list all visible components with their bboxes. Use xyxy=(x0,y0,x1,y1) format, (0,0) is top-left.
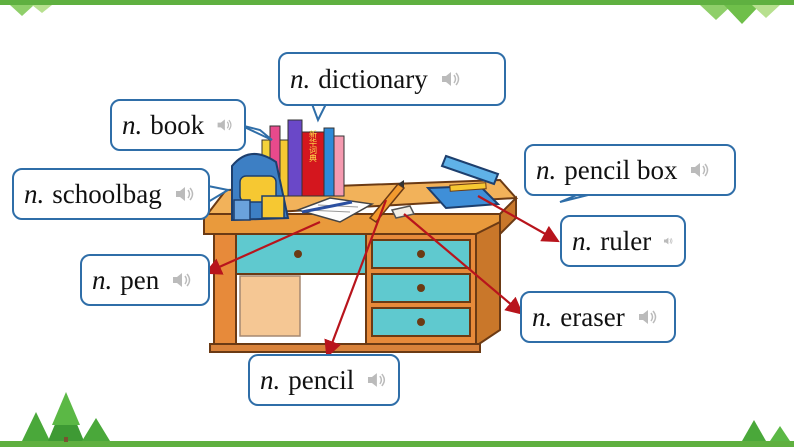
speaker-icon[interactable] xyxy=(689,160,711,180)
label-word: eraser xyxy=(560,301,625,332)
label-pos: n. xyxy=(572,225,593,256)
label-word: dictionary xyxy=(318,63,428,94)
label-dictionary: n. dictionary xyxy=(278,52,506,106)
arrow-pencil xyxy=(324,199,388,359)
pencil-box-illustration xyxy=(425,154,501,210)
notebook-illustration xyxy=(295,197,375,223)
speaker-icon[interactable] xyxy=(216,115,234,135)
speaker-icon[interactable] xyxy=(440,69,462,89)
label-word: pencil box xyxy=(564,154,678,185)
label-pencil-box: n. pencil box xyxy=(524,144,736,196)
top-border xyxy=(0,0,794,5)
top-left-decoration xyxy=(10,5,52,16)
label-book: n. book xyxy=(110,99,246,151)
label-word: book xyxy=(150,109,205,140)
pointer-arrows xyxy=(203,195,560,359)
label-pos: n. xyxy=(122,109,143,140)
bottom-border xyxy=(0,441,794,447)
top-right-decoration xyxy=(700,5,780,24)
arrow-ruler xyxy=(477,195,560,243)
speaker-icon[interactable] xyxy=(637,307,659,327)
pencil-illustration xyxy=(368,180,406,224)
label-pos: n. xyxy=(260,364,281,395)
arrow-pen xyxy=(203,220,321,275)
callout-tails xyxy=(207,103,601,204)
label-word: pen xyxy=(120,264,160,295)
label-pos: n. xyxy=(532,301,553,332)
label-pos: n. xyxy=(24,178,45,209)
label-pos: n. xyxy=(536,154,557,185)
label-pos: n. xyxy=(290,63,311,94)
label-schoolbag: n. schoolbag xyxy=(12,168,210,220)
label-word: ruler xyxy=(600,225,652,256)
speaker-icon[interactable] xyxy=(663,231,674,251)
label-word: pencil xyxy=(288,364,355,395)
label-eraser: n. eraser xyxy=(520,291,676,343)
label-word: schoolbag xyxy=(52,178,162,209)
ruler-drawing xyxy=(449,182,487,192)
schoolbag-illustration xyxy=(231,153,290,222)
label-ruler: n. ruler xyxy=(560,215,686,267)
label-pen: n. pen xyxy=(80,254,210,306)
label-pos: n. xyxy=(92,264,113,295)
pen-drawing xyxy=(301,200,353,214)
trees-decoration xyxy=(22,392,790,442)
speaker-icon[interactable] xyxy=(174,184,196,204)
eraser-illustration xyxy=(390,205,416,219)
speaker-icon[interactable] xyxy=(366,370,388,390)
speaker-icon[interactable] xyxy=(171,270,193,290)
label-pencil: n. pencil xyxy=(248,354,400,406)
dictionary-spine-text: 新华词典 xyxy=(309,129,318,163)
arrow-eraser xyxy=(403,213,524,315)
